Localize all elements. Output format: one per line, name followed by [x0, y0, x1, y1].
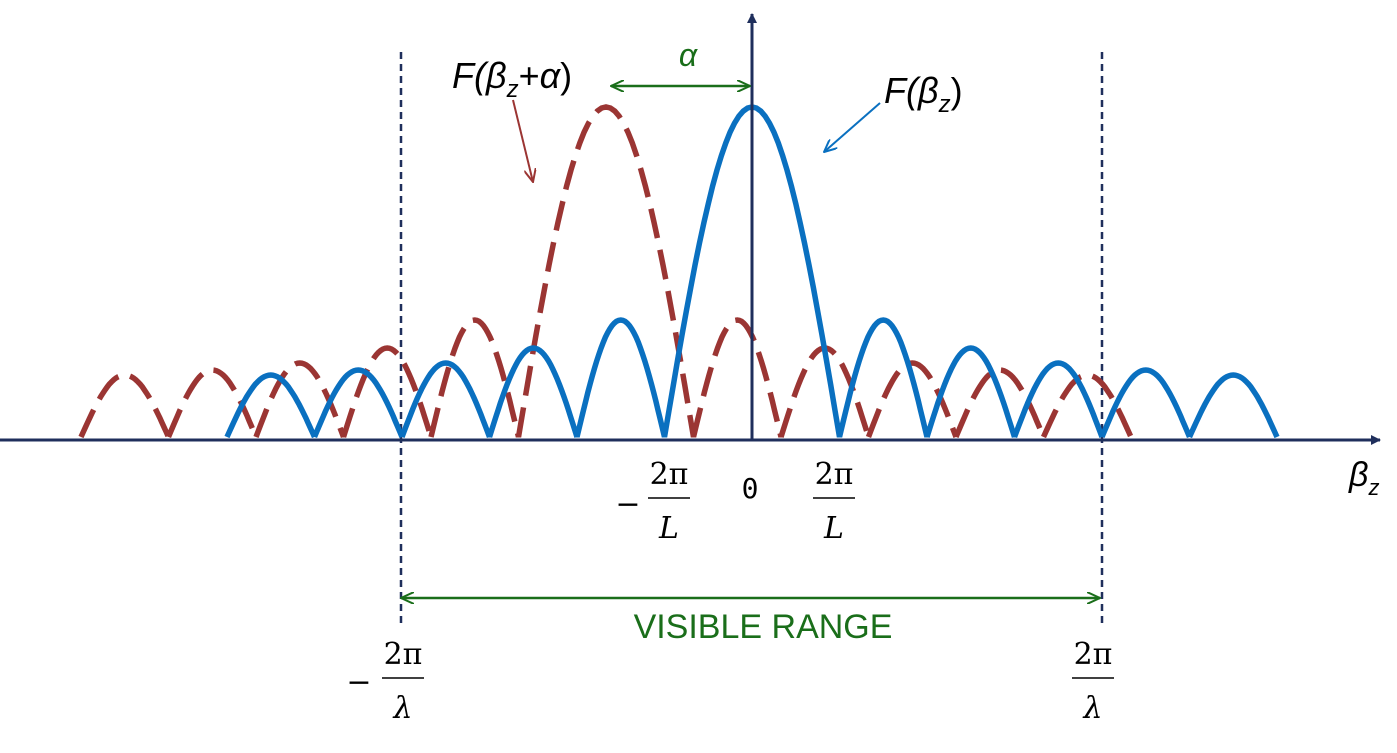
minus-2pi-over-lambda-label: − 2π λ	[346, 637, 424, 726]
svg-text:λ: λ	[1082, 691, 1102, 726]
svg-text:L: L	[658, 511, 679, 546]
svg-text:λ: λ	[392, 691, 412, 726]
svg-text:−: −	[346, 665, 371, 700]
shifted-curve-pointer	[512, 99, 533, 182]
main-curve-pointer	[824, 102, 881, 152]
svg-text:−: −	[615, 487, 640, 522]
visible-range-label: VISIBLE RANGE	[634, 608, 893, 646]
shifted-pattern-curve	[78, 104, 1134, 439]
shifted-curve-label: F(βz+α)	[452, 55, 572, 103]
2pi-over-L-label: 2π L	[813, 457, 855, 546]
svg-text:2π: 2π	[384, 637, 423, 672]
svg-text:2π: 2π	[1074, 637, 1113, 672]
main-curve-label: F(βz)	[884, 70, 963, 118]
minus-2pi-over-L-label: − 2π L	[615, 457, 690, 546]
origin-label: 0	[742, 472, 759, 505]
shift-label: α	[679, 37, 698, 73]
axis-variable-label: βz	[1348, 456, 1379, 500]
svg-text:2π: 2π	[815, 457, 854, 492]
2pi-over-lambda-label: 2π λ	[1072, 637, 1114, 726]
svg-text:L: L	[823, 511, 844, 546]
svg-text:2π: 2π	[650, 457, 689, 492]
